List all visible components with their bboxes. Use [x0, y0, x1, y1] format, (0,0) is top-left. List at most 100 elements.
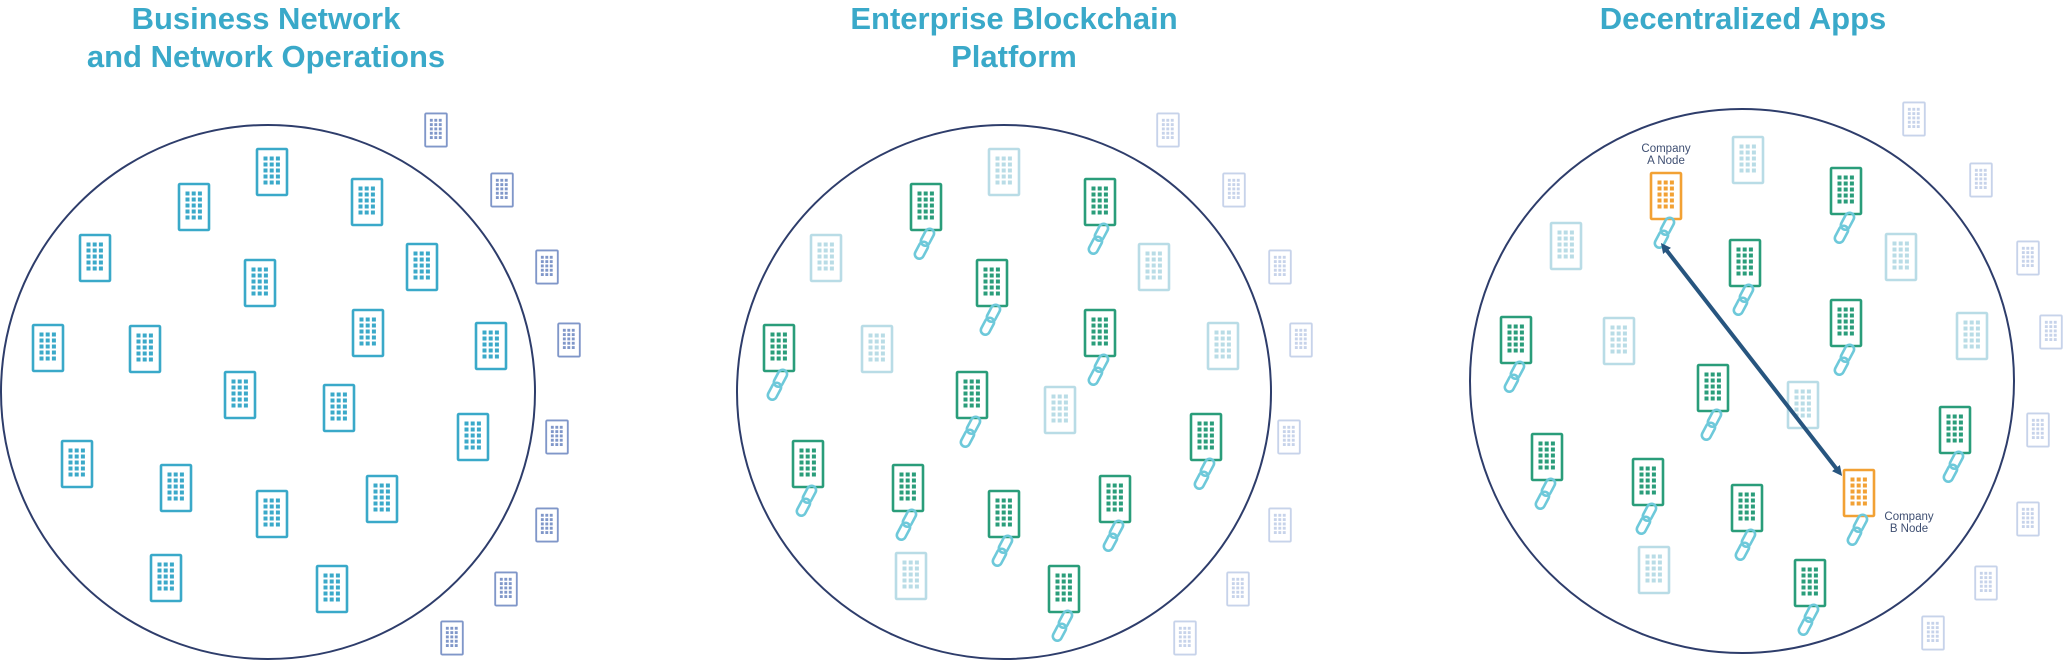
- building-icon: [1730, 483, 1764, 533]
- chain-link-icon: [959, 415, 982, 449]
- building-icon: [1173, 620, 1197, 656]
- panel-0: [0, 112, 581, 660]
- building-icon: [1083, 177, 1117, 227]
- company-node-building-icon: [1842, 468, 1876, 518]
- building-icon: [1786, 380, 1820, 430]
- building-icon: [223, 370, 257, 420]
- building-icon: [545, 419, 569, 455]
- building-icon: [975, 258, 1009, 308]
- building-icon: [1696, 363, 1730, 413]
- chain-link-icon: [1087, 353, 1110, 387]
- chain-link-icon: [895, 508, 918, 542]
- building-icon: [159, 463, 193, 513]
- panel-title-business-network: Business Network and Network Operations: [86, 1, 446, 74]
- chain-link-icon: [1734, 528, 1757, 562]
- building-icon: [350, 177, 384, 227]
- building-icon: [1829, 298, 1863, 348]
- building-icon: [1974, 565, 1998, 601]
- building-icon: [1268, 249, 1292, 285]
- chain-link-icon: [1503, 360, 1526, 394]
- building-icon: [1189, 412, 1223, 462]
- chain-link-icon: [1102, 519, 1125, 553]
- building-icon: [1884, 232, 1918, 282]
- chain-link-icon: [1797, 603, 1820, 637]
- chain-link-icon: [991, 534, 1014, 568]
- building-icon: [1226, 571, 1250, 607]
- chain-link-icon: [1846, 513, 1869, 547]
- building-icon: [1631, 457, 1665, 507]
- building-icon: [1530, 432, 1564, 482]
- building-icon: [1829, 166, 1863, 216]
- chain-link-icon: [1833, 343, 1856, 377]
- network-circle: [736, 124, 1272, 660]
- building-icon: [1938, 405, 1972, 455]
- building-icon: [1289, 322, 1313, 358]
- building-icon: [1156, 112, 1180, 148]
- building-icon: [424, 112, 448, 148]
- building-icon: [177, 182, 211, 232]
- building-icon: [149, 553, 183, 603]
- panel-1: [736, 112, 1313, 660]
- building-icon: [1969, 162, 1993, 198]
- chain-link-icon: [795, 484, 818, 518]
- building-icon: [1277, 419, 1301, 455]
- building-icon: [987, 147, 1021, 197]
- building-icon: [2026, 412, 2050, 448]
- building-icon: [315, 564, 349, 614]
- building-icon: [1137, 242, 1171, 292]
- building-icon: [2016, 240, 2040, 276]
- chain-link-icon: [1653, 216, 1676, 250]
- building-icon: [474, 321, 508, 371]
- chain-link-icon: [979, 303, 1002, 337]
- chain-link-icon: [1635, 502, 1658, 536]
- chain-link-icon: [1700, 408, 1723, 442]
- building-icon: [1098, 474, 1132, 524]
- building-icon: [1047, 564, 1081, 614]
- chain-link-icon: [1732, 283, 1755, 317]
- building-icon: [891, 463, 925, 513]
- building-icon: [255, 147, 289, 197]
- building-icon: [1499, 315, 1533, 365]
- company-node-building-icon: [1649, 171, 1683, 221]
- building-icon: [809, 233, 843, 283]
- panel-title-enterprise-blockchain: Enterprise Blockchain Platform: [850, 1, 1178, 74]
- building-icon: [365, 474, 399, 524]
- building-icon: [1793, 558, 1827, 608]
- chain-link-icon: [913, 227, 936, 261]
- building-icon: [535, 249, 559, 285]
- building-icon: [791, 439, 825, 489]
- building-icon: [405, 242, 439, 292]
- building-icon: [1902, 101, 1926, 137]
- building-icon: [1731, 135, 1765, 185]
- building-icon: [60, 439, 94, 489]
- building-icon: [1268, 507, 1292, 543]
- chain-link-icon: [1051, 609, 1074, 643]
- building-icon: [557, 322, 581, 358]
- building-icon: [490, 172, 514, 208]
- building-icon: [2016, 501, 2040, 537]
- building-icon: [1637, 545, 1671, 595]
- building-icon: [78, 233, 112, 283]
- building-icon: [1955, 311, 1989, 361]
- building-icon: [1222, 172, 1246, 208]
- chain-link-icon: [1833, 211, 1856, 245]
- panel-title-decentralized-apps: Decentralized Apps: [1599, 1, 1887, 36]
- building-icon: [1043, 385, 1077, 435]
- building-icon: [1921, 615, 1945, 651]
- peer-to-peer-arrow: [1660, 243, 1843, 476]
- building-icon: [1728, 238, 1762, 288]
- building-icon: [255, 489, 289, 539]
- network-circle: [1469, 108, 2015, 654]
- building-icon: [1083, 308, 1117, 358]
- building-icon: [894, 551, 928, 601]
- chain-link-icon: [1087, 222, 1110, 256]
- building-icon: [440, 620, 464, 656]
- building-icon: [2039, 314, 2063, 350]
- building-icon: [1549, 221, 1583, 271]
- chain-link-icon: [1193, 457, 1216, 491]
- building-icon: [535, 507, 559, 543]
- building-icon: [860, 324, 894, 374]
